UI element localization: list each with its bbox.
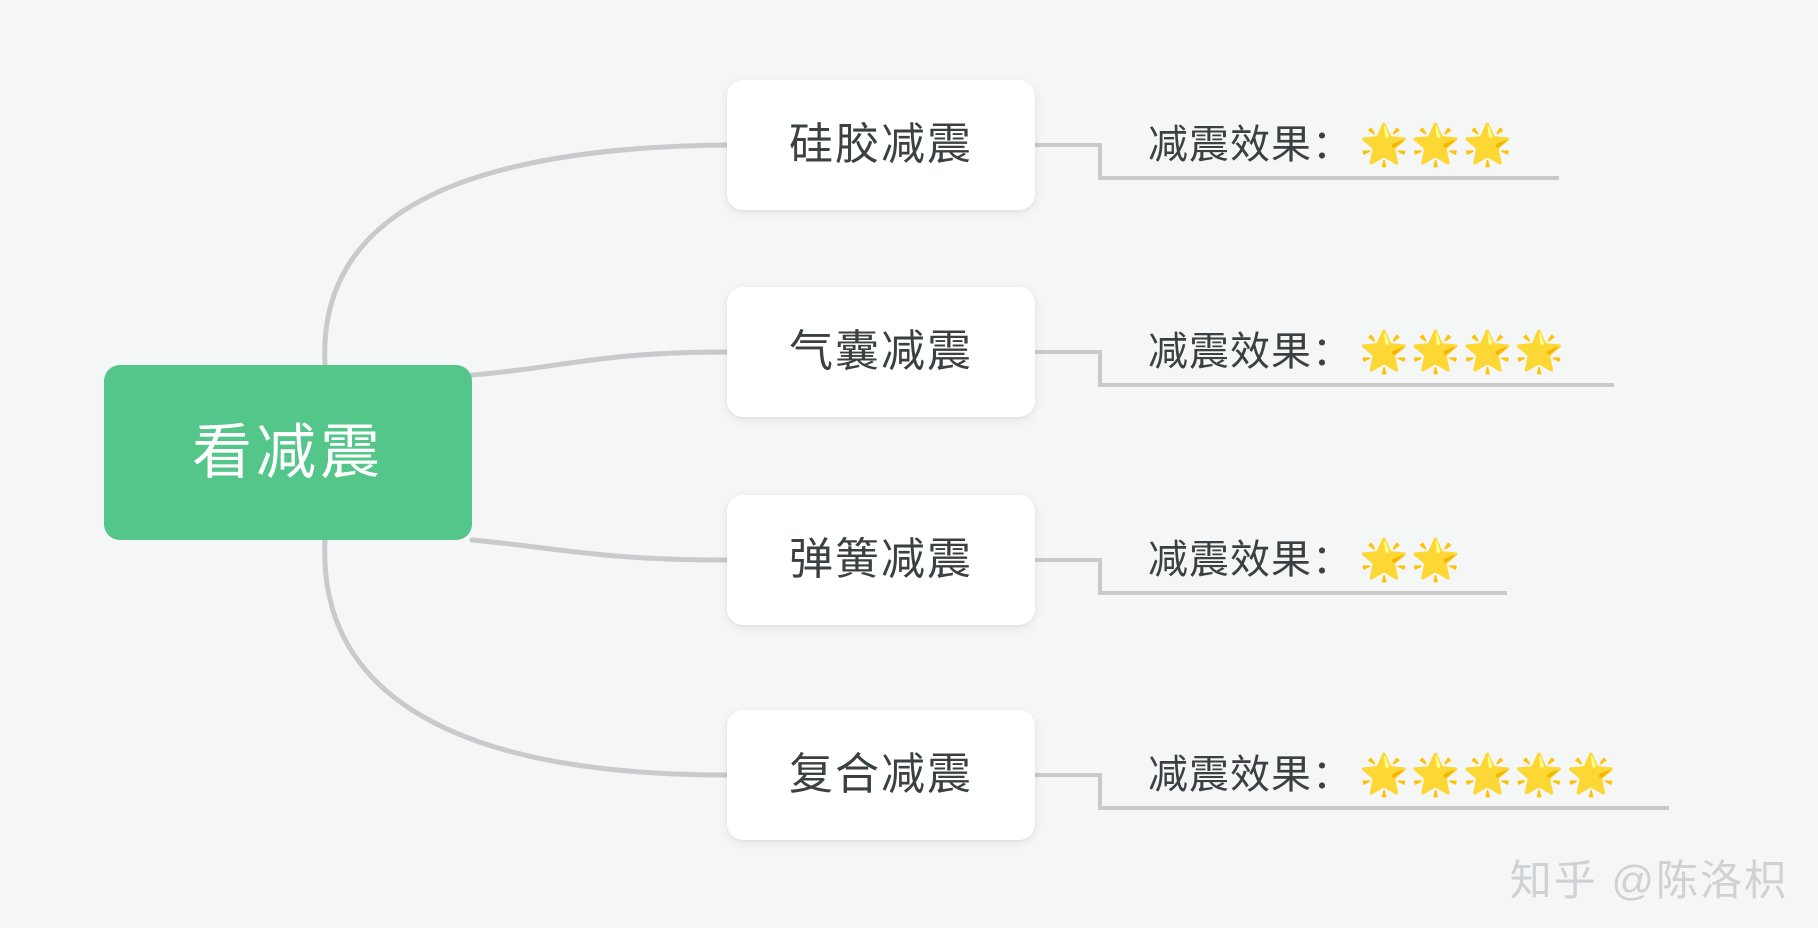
root-node-label: 看减震 [192, 418, 384, 486]
leaf-node-4-stars: 🌟🌟🌟🌟🌟 [1359, 753, 1619, 797]
branch-node-1-label: 硅胶减震 [789, 120, 973, 169]
branch-node-4-label: 复合减震 [789, 750, 973, 799]
leaf-node-2-label: 减震效果： [1148, 330, 1353, 374]
connector-root-branch-4 [322, 537, 730, 778]
leaf-node-2-stars: 🌟🌟🌟🌟 [1359, 330, 1567, 374]
connector-root-branch-3 [469, 537, 730, 563]
connector-root-branch-2 [469, 349, 730, 378]
branch-node-2[interactable]: 气囊减震 [727, 287, 1035, 417]
leaf-node-3-label: 减震效果： [1148, 538, 1353, 582]
branch-node-2-label: 气囊减震 [789, 327, 973, 376]
branch-node-3[interactable]: 弹簧减震 [727, 495, 1035, 625]
leaf-node-1[interactable]: 减震效果： 🌟🌟🌟 [1148, 113, 1514, 177]
branch-node-1[interactable]: 硅胶减震 [727, 80, 1035, 210]
leaf-node-1-stars: 🌟🌟🌟 [1359, 123, 1515, 167]
leaf-node-4[interactable]: 减震效果： 🌟🌟🌟🌟🌟 [1148, 743, 1618, 807]
connector-root-branch-1 [322, 142, 730, 368]
watermark: 知乎 @陈洛枳 [1509, 857, 1788, 904]
leaf-node-1-label: 减震效果： [1148, 123, 1353, 167]
branch-node-3-label: 弹簧减震 [789, 535, 973, 584]
root-node[interactable]: 看减震 [104, 365, 472, 540]
leaf-node-3[interactable]: 减震效果： 🌟🌟 [1148, 528, 1463, 592]
branch-node-4[interactable]: 复合减震 [727, 710, 1035, 840]
leaf-node-4-label: 减震效果： [1148, 753, 1353, 797]
leaf-node-3-stars: 🌟🌟 [1359, 538, 1463, 582]
leaf-node-2[interactable]: 减震效果： 🌟🌟🌟🌟 [1148, 320, 1566, 384]
